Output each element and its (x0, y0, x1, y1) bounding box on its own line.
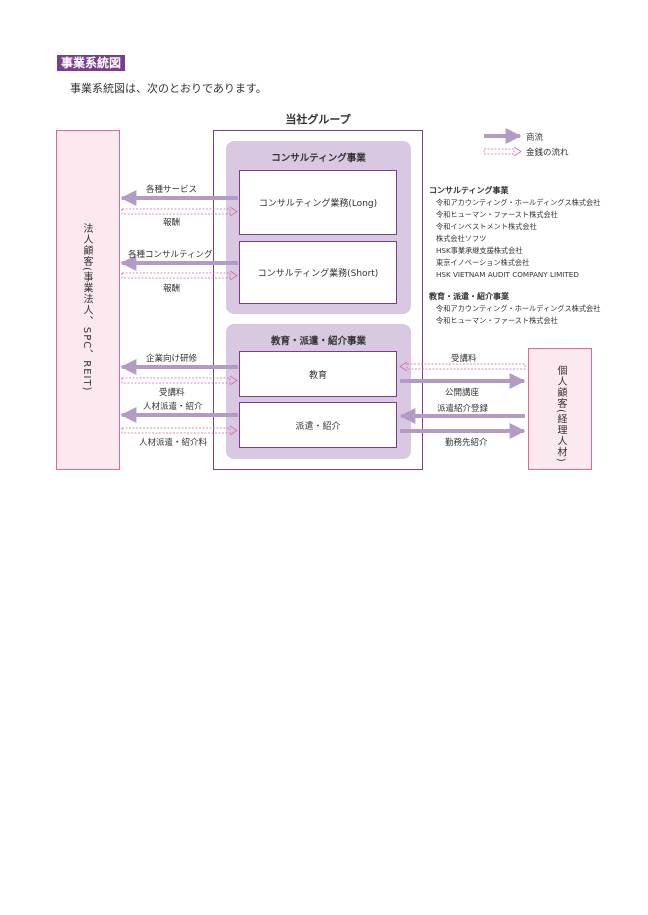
consulting-company-item: 株式会社ソフツ (436, 234, 487, 243)
flow-label-consulting: 各種コンサルティング (128, 250, 213, 260)
legend-money-label: 金銭の流れ (526, 148, 569, 158)
consulting-short-box: コンサルティング業務(Short) (239, 241, 397, 304)
arrow-fee2-head (229, 270, 238, 281)
consulting-company-item: 令和インベストメント株式会社 (436, 222, 537, 231)
flow-label-fee1: 報酬 (163, 218, 181, 228)
education-section-title: 教育・派遣・紹介事業 (270, 336, 366, 347)
arrow-tuition-left (121, 377, 231, 384)
arrow-tuition-right (406, 363, 526, 370)
consulting-company-item: HSK事業承継支援株式会社 (436, 246, 523, 255)
section-heading: 事業系統図 (57, 55, 126, 71)
arrow-tuition-left-head (229, 375, 238, 386)
flow-label-job-intro: 勤務先紹介 (445, 438, 488, 448)
flow-label-training: 企業向け研修 (146, 354, 198, 364)
flow-label-public-course: 公開講座 (445, 388, 480, 398)
consulting-companies-title: コンサルティング事業 (429, 186, 509, 195)
education-company-item: 令和ヒューマン・ファースト株式会社 (436, 316, 558, 325)
consulting-company-item: HSK VIETNAM AUDIT COMPANY LIMITED (436, 270, 579, 279)
arrow-staffing-fee (121, 427, 231, 434)
individual-customer-label: 個人顧客(経理人材) (555, 365, 566, 463)
consulting-long-box: コンサルティング業務(Long) (239, 170, 397, 235)
consulting-company-item: 令和ヒューマン・ファースト株式会社 (436, 210, 558, 219)
education-companies-title: 教育・派遣・紹介事業 (429, 292, 509, 301)
arrow-fee2 (121, 272, 231, 279)
consulting-company-item: 令和アカウンティング・ホールディングス株式会社 (436, 198, 601, 207)
legend-money-arrowhead (513, 146, 522, 157)
corporate-customer-label: 法人顧客(事業法人、SPC、REIT) (81, 223, 92, 392)
arrow-tuition-right-head (399, 361, 408, 372)
flow-label-tuition-left: 受講料 (159, 388, 185, 398)
consulting-company-item: 東京イノベーション株式会社 (436, 258, 530, 267)
education-box: 教育 (239, 351, 397, 397)
intro-text: 事業系統図は、次のとおりであります。 (70, 82, 267, 95)
flow-label-tuition-right: 受講料 (451, 354, 477, 364)
group-title: 当社グループ (285, 113, 351, 126)
flow-label-services: 各種サービス (146, 185, 198, 195)
flow-label-staffing-fee: 人材派遣・紹介料 (139, 438, 208, 448)
flow-label-registration: 派遣紹介登録 (437, 404, 489, 414)
flow-label-staffing: 人材派遣・紹介 (143, 402, 203, 412)
legend-money-arrow (483, 148, 515, 155)
corporate-customer-box: 法人顧客(事業法人、SPC、REIT) (56, 130, 120, 470)
arrow-fee1-head (229, 206, 238, 217)
flow-label-fee2: 報酬 (163, 284, 181, 294)
education-company-item: 令和アカウンティング・ホールディングス株式会社 (436, 304, 601, 313)
legend-commerce-label: 商流 (526, 133, 544, 143)
arrow-fee1 (121, 208, 231, 215)
consulting-section-title: コンサルティング事業 (271, 153, 366, 164)
individual-customer-box: 個人顧客(経理人材) (528, 348, 592, 470)
arrow-staffing-fee-head (229, 425, 238, 436)
dispatch-box: 派遣・紹介 (239, 402, 397, 448)
